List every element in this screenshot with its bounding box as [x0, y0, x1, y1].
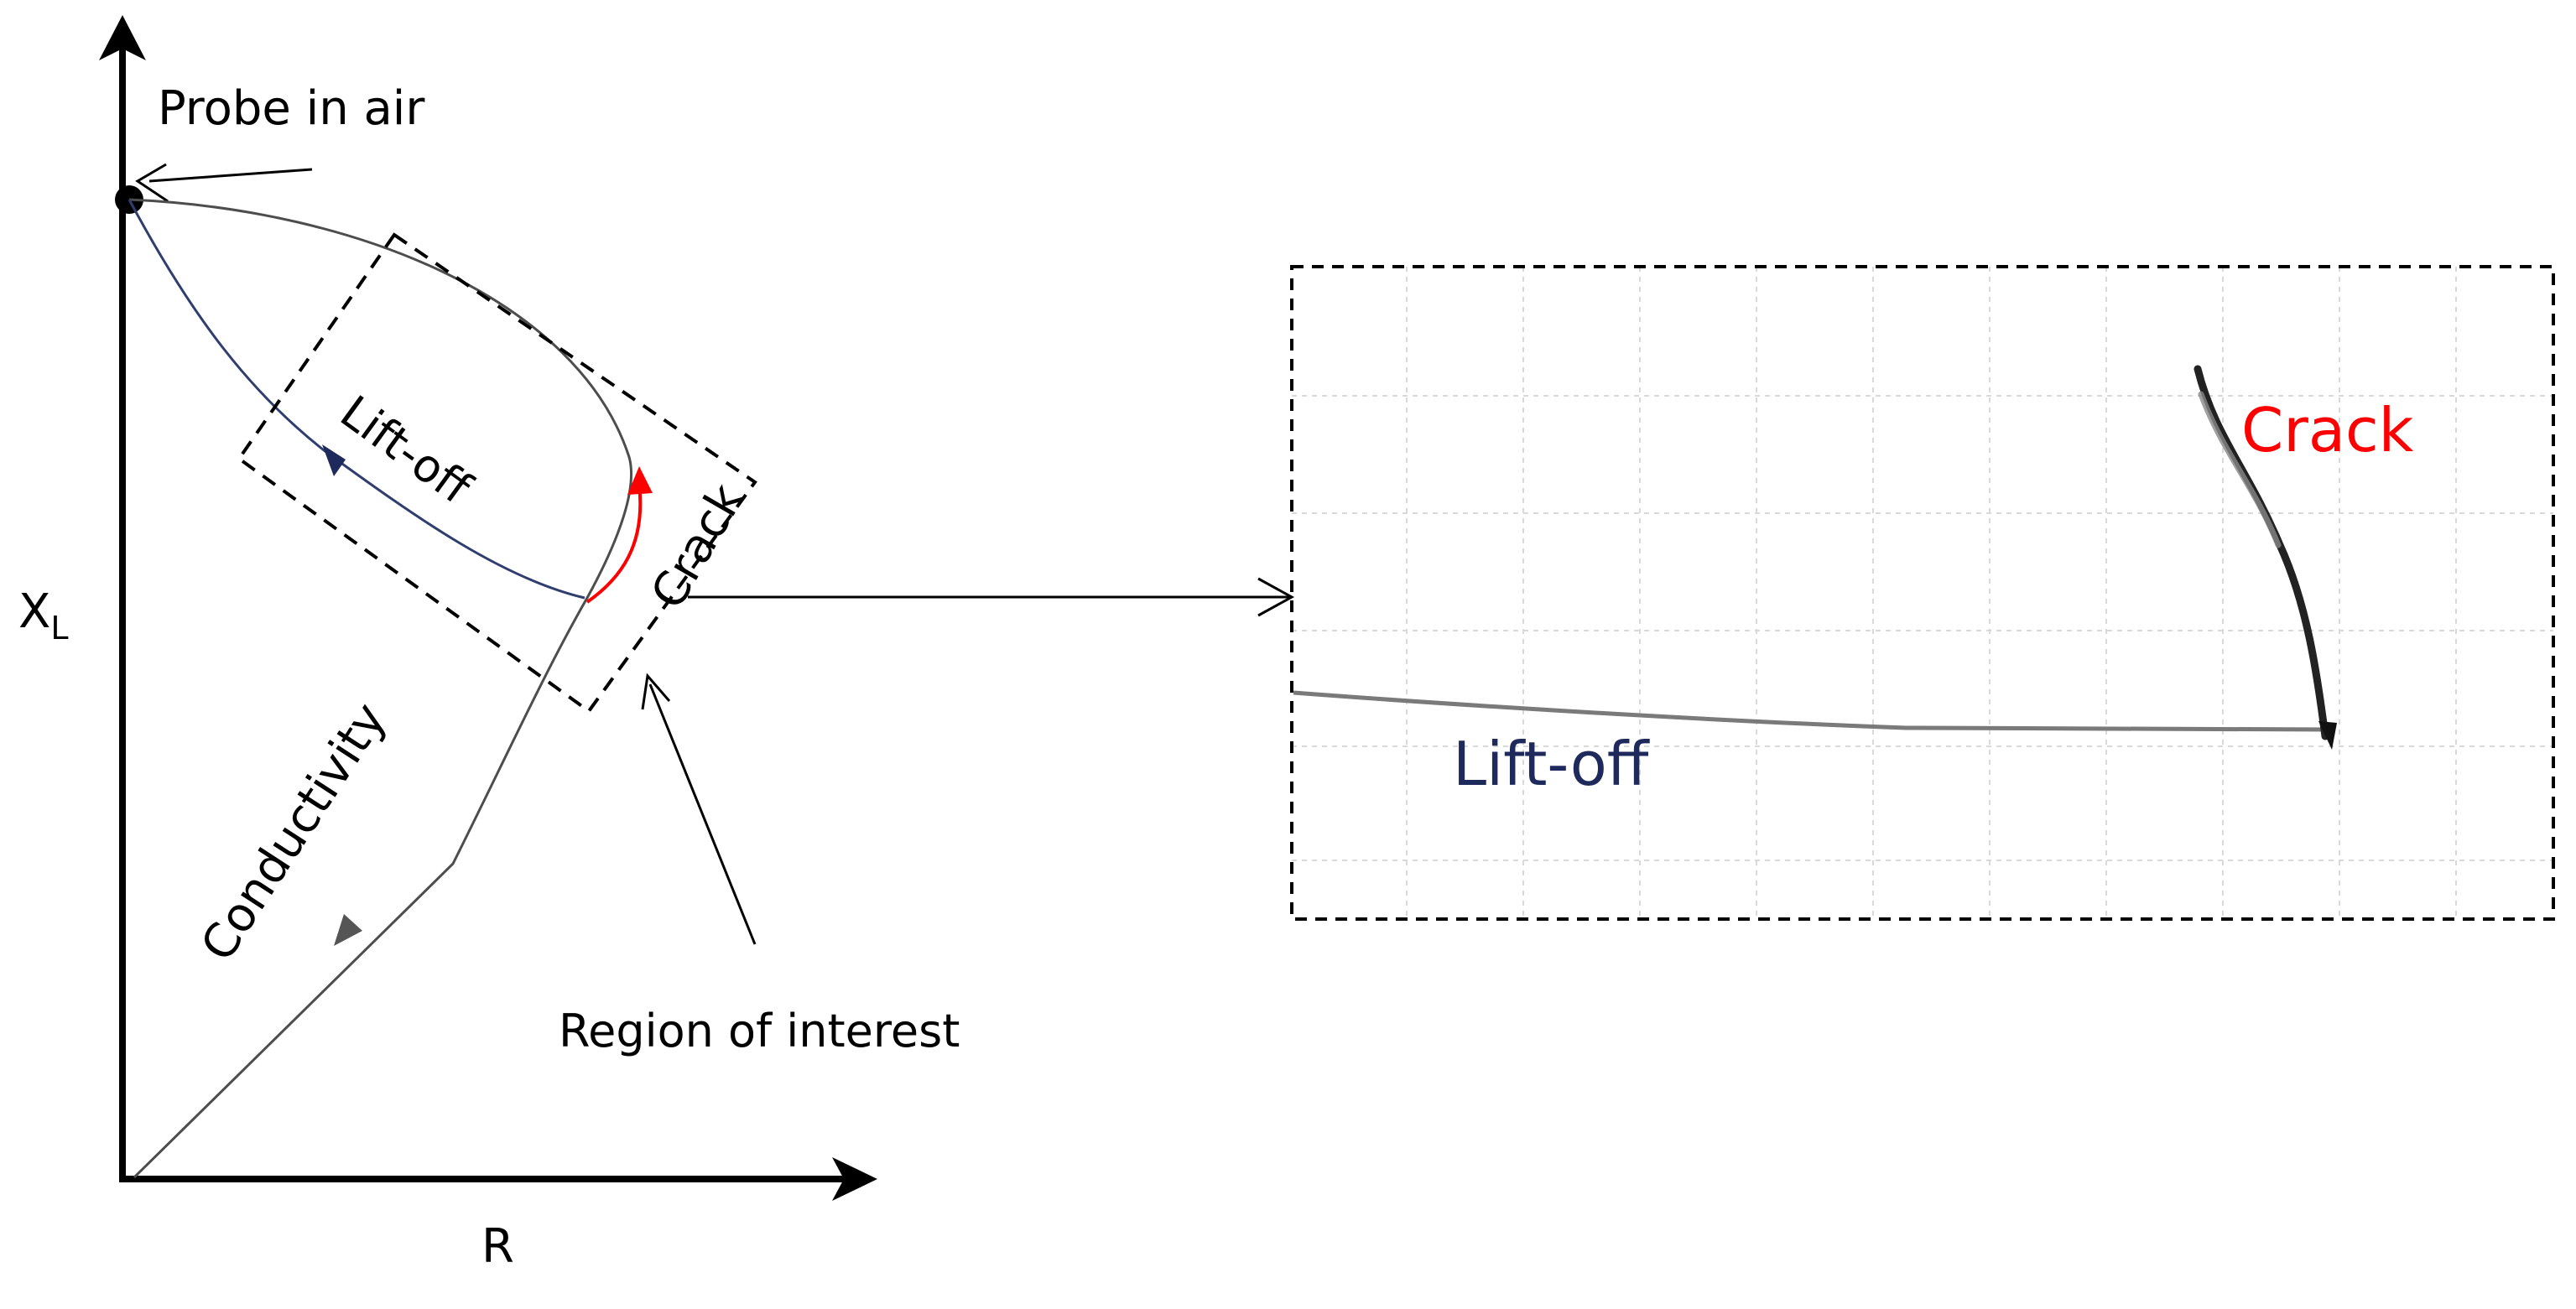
y-axis-arrowhead: [99, 15, 146, 60]
y-axis-label: XL: [18, 584, 69, 647]
zoomed-region-view: Crack Lift-off: [1290, 265, 2555, 921]
crack-arrowhead: [627, 466, 653, 495]
probe-in-air-label: Probe in air: [158, 81, 425, 136]
probe-in-air-pointer-head: [135, 163, 169, 203]
zoom-crack-label: Crack: [2241, 395, 2414, 465]
zoom-connector-arrowhead: [1257, 577, 1295, 617]
x-axis-label: R: [481, 1219, 514, 1274]
conductivity-arrowhead: [334, 914, 362, 946]
x-axis-arrowhead: [832, 1157, 877, 1201]
zoom-frame: [1290, 265, 2555, 921]
region-of-interest-label: Region of interest: [559, 1005, 960, 1057]
crack-curve: [585, 484, 643, 604]
lift-off-label: Lift-off: [330, 386, 481, 516]
zoom-lift-off-label: Lift-off: [1453, 729, 1650, 799]
zoom-crack-end-mark: [2318, 721, 2337, 750]
zoom-grid: [1292, 267, 2553, 919]
region-of-interest-pointer: [648, 683, 757, 945]
region-of-interest-box: [237, 232, 757, 714]
zoom-lift-off-line: [1293, 690, 2331, 732]
probe-in-air-pointer: [148, 168, 313, 183]
impedance-curve: [128, 198, 632, 1179]
lift-off-arrowhead: [322, 444, 346, 476]
region-of-interest-pointer-head: [641, 673, 671, 710]
zoom-crack-stroke-shadow: [2198, 391, 2282, 548]
conductivity-label: Conductivity: [190, 693, 397, 971]
impedance-plane: XL R Probe in air Conductivity Lift-off …: [18, 15, 1295, 1274]
